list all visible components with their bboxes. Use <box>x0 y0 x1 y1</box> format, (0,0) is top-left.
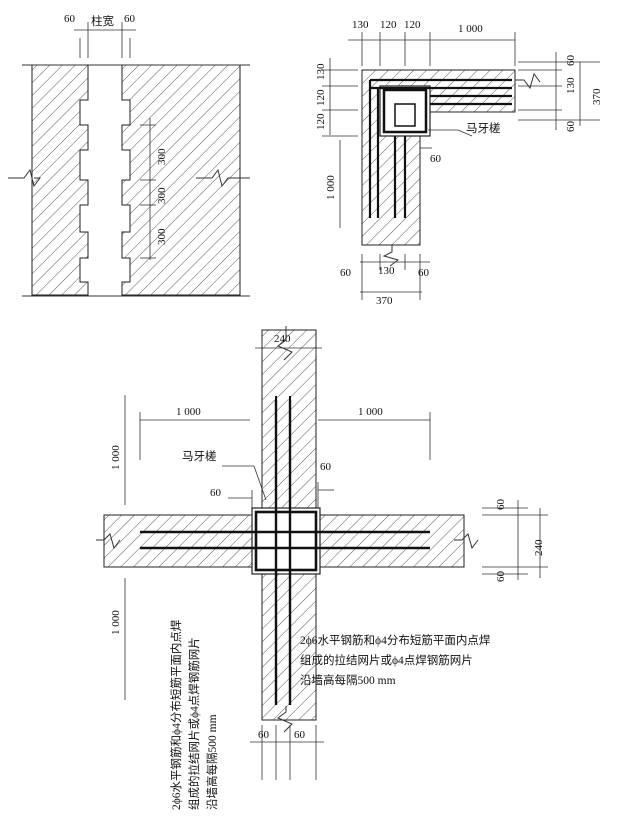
fig-b-left-long: 1 000 <box>325 175 337 200</box>
fig-c-note-v-2: 组成的拉结网片或ϕ4点焊钢筋网片 <box>187 637 201 810</box>
fig-b-break-bottom <box>382 245 400 267</box>
fig-c-break-right <box>454 533 479 550</box>
fig-b-bottom-3: 60 <box>418 267 430 279</box>
fig-b-top-4: 1 000 <box>458 23 483 35</box>
fig-c-label: 马牙槎 <box>182 449 217 463</box>
fig-b-right-3: 60 <box>565 121 577 133</box>
fig-c-lower-vert: 1 000 <box>110 610 122 635</box>
fig-b-left-2: 120 <box>315 89 327 106</box>
fig-c-right-dim-3: 60 <box>495 571 507 583</box>
fig-c-break-bottom <box>277 706 293 733</box>
fig-b-right-2: 130 <box>565 77 577 94</box>
fig-b-top-3: 120 <box>404 19 421 31</box>
fig-c-right-dim-2: 240 <box>533 539 545 556</box>
fig-b-inner-60: 60 <box>430 153 442 165</box>
fig-b-bottom-1: 60 <box>340 267 352 279</box>
fig-c-left-len: 1 000 <box>176 406 201 418</box>
fig-a-dim-col: 柱宽 <box>91 14 114 28</box>
fig-c-upper-vert: 1 000 <box>110 445 122 470</box>
fig-a-break-left <box>8 168 41 188</box>
fig-a-step-3: 300 <box>156 228 168 245</box>
fig-c-d60-left: 60 <box>210 487 222 499</box>
fig-c-right-len: 1 000 <box>358 406 383 418</box>
fig-c-note-v-3: 沿墙高每隔500 mm <box>205 714 219 810</box>
fig-c-cross-column: 240 1 000 1 000 1 000 1 000 马牙槎 60 60 <box>96 326 548 810</box>
fig-b-top-1: 130 <box>352 19 369 31</box>
fig-a-dim-right: 60 <box>124 13 136 25</box>
fig-c-note-h-1: 2ϕ6水平钢筋和ϕ4分布短筋平面内点焊 <box>300 633 491 647</box>
fig-c-top-width: 240 <box>274 333 291 345</box>
fig-c-bottom-dim-1: 60 <box>258 729 270 741</box>
fig-b-top-2: 120 <box>380 19 397 31</box>
fig-a-hatched-wall-right <box>121 64 241 296</box>
fig-b-break-right <box>515 72 541 90</box>
fig-b-bottom-2: 130 <box>378 265 395 277</box>
fig-c-note-h-3: 沿墙高每隔500 mm <box>300 673 396 687</box>
fig-b-left-1: 130 <box>315 63 327 80</box>
fig-c-right-dim-1: 60 <box>495 499 507 511</box>
fig-b-bottom-total: 370 <box>376 295 393 307</box>
fig-b-left-3: 120 <box>315 113 327 130</box>
fig-b-corner-column: 130 120 120 1 000 130 120 120 1 000 60 1… <box>315 19 603 307</box>
fig-b-label: 马牙槎 <box>466 121 501 135</box>
fig-c-break-left <box>96 533 121 550</box>
fig-b-right-1: 60 <box>565 55 577 67</box>
fig-c-break-top <box>277 326 293 361</box>
fig-a-dim-left: 60 <box>64 13 76 25</box>
fig-a-step-2: 300 <box>156 187 168 204</box>
fig-c-bottom-dim-2: 60 <box>294 729 306 741</box>
fig-c-d60-right: 60 <box>320 461 332 473</box>
fig-a-wall-column: 60 柱宽 60 300 300 300 <box>8 13 250 297</box>
fig-a-break-right <box>196 168 250 188</box>
fig-b-right-total: 370 <box>591 88 603 105</box>
fig-c-note-h-2: 组成的拉结网片或ϕ4点焊钢筋网片 <box>300 653 473 667</box>
fig-a-hatched-wall <box>31 64 89 296</box>
fig-c-note-v-1: 2ϕ6水平钢筋和ϕ4分布短筋平面内点焊 <box>169 619 183 810</box>
fig-a-step-1: 300 <box>156 148 168 165</box>
